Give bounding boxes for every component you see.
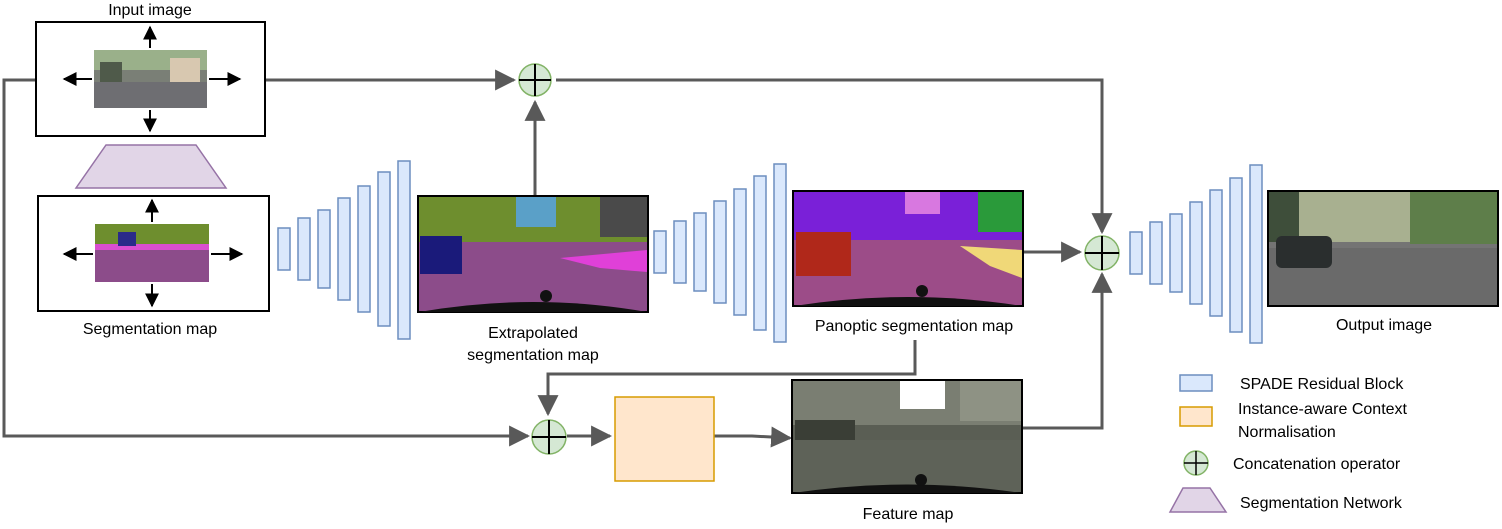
arrow-feature-to-concat-right	[1023, 271, 1113, 430]
arrow-panoptic-to-concat-bottom	[537, 340, 917, 417]
expand-arrows-seg	[62, 198, 244, 308]
segmentation-map-panel: Segmentation map	[37, 195, 270, 338]
feature-map-label: Feature map	[863, 506, 954, 523]
arrow-concat-top-to-concat-right	[556, 78, 1113, 235]
legend-concat-icon	[1183, 450, 1209, 476]
legend-icn-label-line2: Normalisation	[1238, 424, 1336, 441]
spade-stack-3	[1129, 164, 1263, 344]
legend-spade-label: SPADE Residual Block	[1240, 376, 1404, 393]
legend-icn-swatch	[1179, 406, 1213, 427]
connectors	[2, 69, 1113, 448]
concat-operator-bottom	[531, 419, 567, 455]
segmentation-network-shape	[74, 144, 228, 189]
expand-arrows-input	[62, 25, 242, 133]
instance-aware-context-norm-block	[614, 396, 715, 482]
spade-stack-2	[653, 163, 787, 343]
output-image-label: Output image	[1336, 317, 1432, 334]
legend: SPADE Residual Block Instance-aware Cont…	[1168, 374, 1408, 513]
legend-icn-label-line1: Instance-aware Context	[1238, 401, 1408, 418]
extrapolated-label-line2: segmentation map	[467, 347, 599, 364]
panoptic-label: Panoptic segmentation map	[815, 318, 1013, 335]
spade-stack-1	[277, 160, 411, 340]
panoptic-map-panel: Panoptic segmentation map	[792, 190, 1024, 335]
extrapolated-label-line1: Extrapolated	[488, 325, 578, 342]
legend-spade-swatch	[1179, 374, 1213, 392]
legend-concat-label: Concatenation operator	[1233, 456, 1401, 473]
concat-operator-right	[1084, 235, 1120, 271]
concat-operator-top	[518, 63, 552, 97]
extrapolated-map-panel: Extrapolated segmentation map	[417, 195, 649, 364]
arrow-icn-to-feature	[714, 426, 793, 448]
legend-segnet-swatch	[1168, 487, 1228, 513]
output-image-panel: Output image	[1267, 190, 1499, 334]
feature-map-panel: Feature map	[791, 379, 1023, 523]
input-image-panel: Input image	[35, 2, 266, 137]
segmentation-map-label: Segmentation map	[83, 321, 217, 338]
input-image-label: Input image	[108, 2, 192, 19]
legend-segnet-label: Segmentation Network	[1240, 495, 1403, 512]
line-left-bypass	[2, 78, 531, 447]
